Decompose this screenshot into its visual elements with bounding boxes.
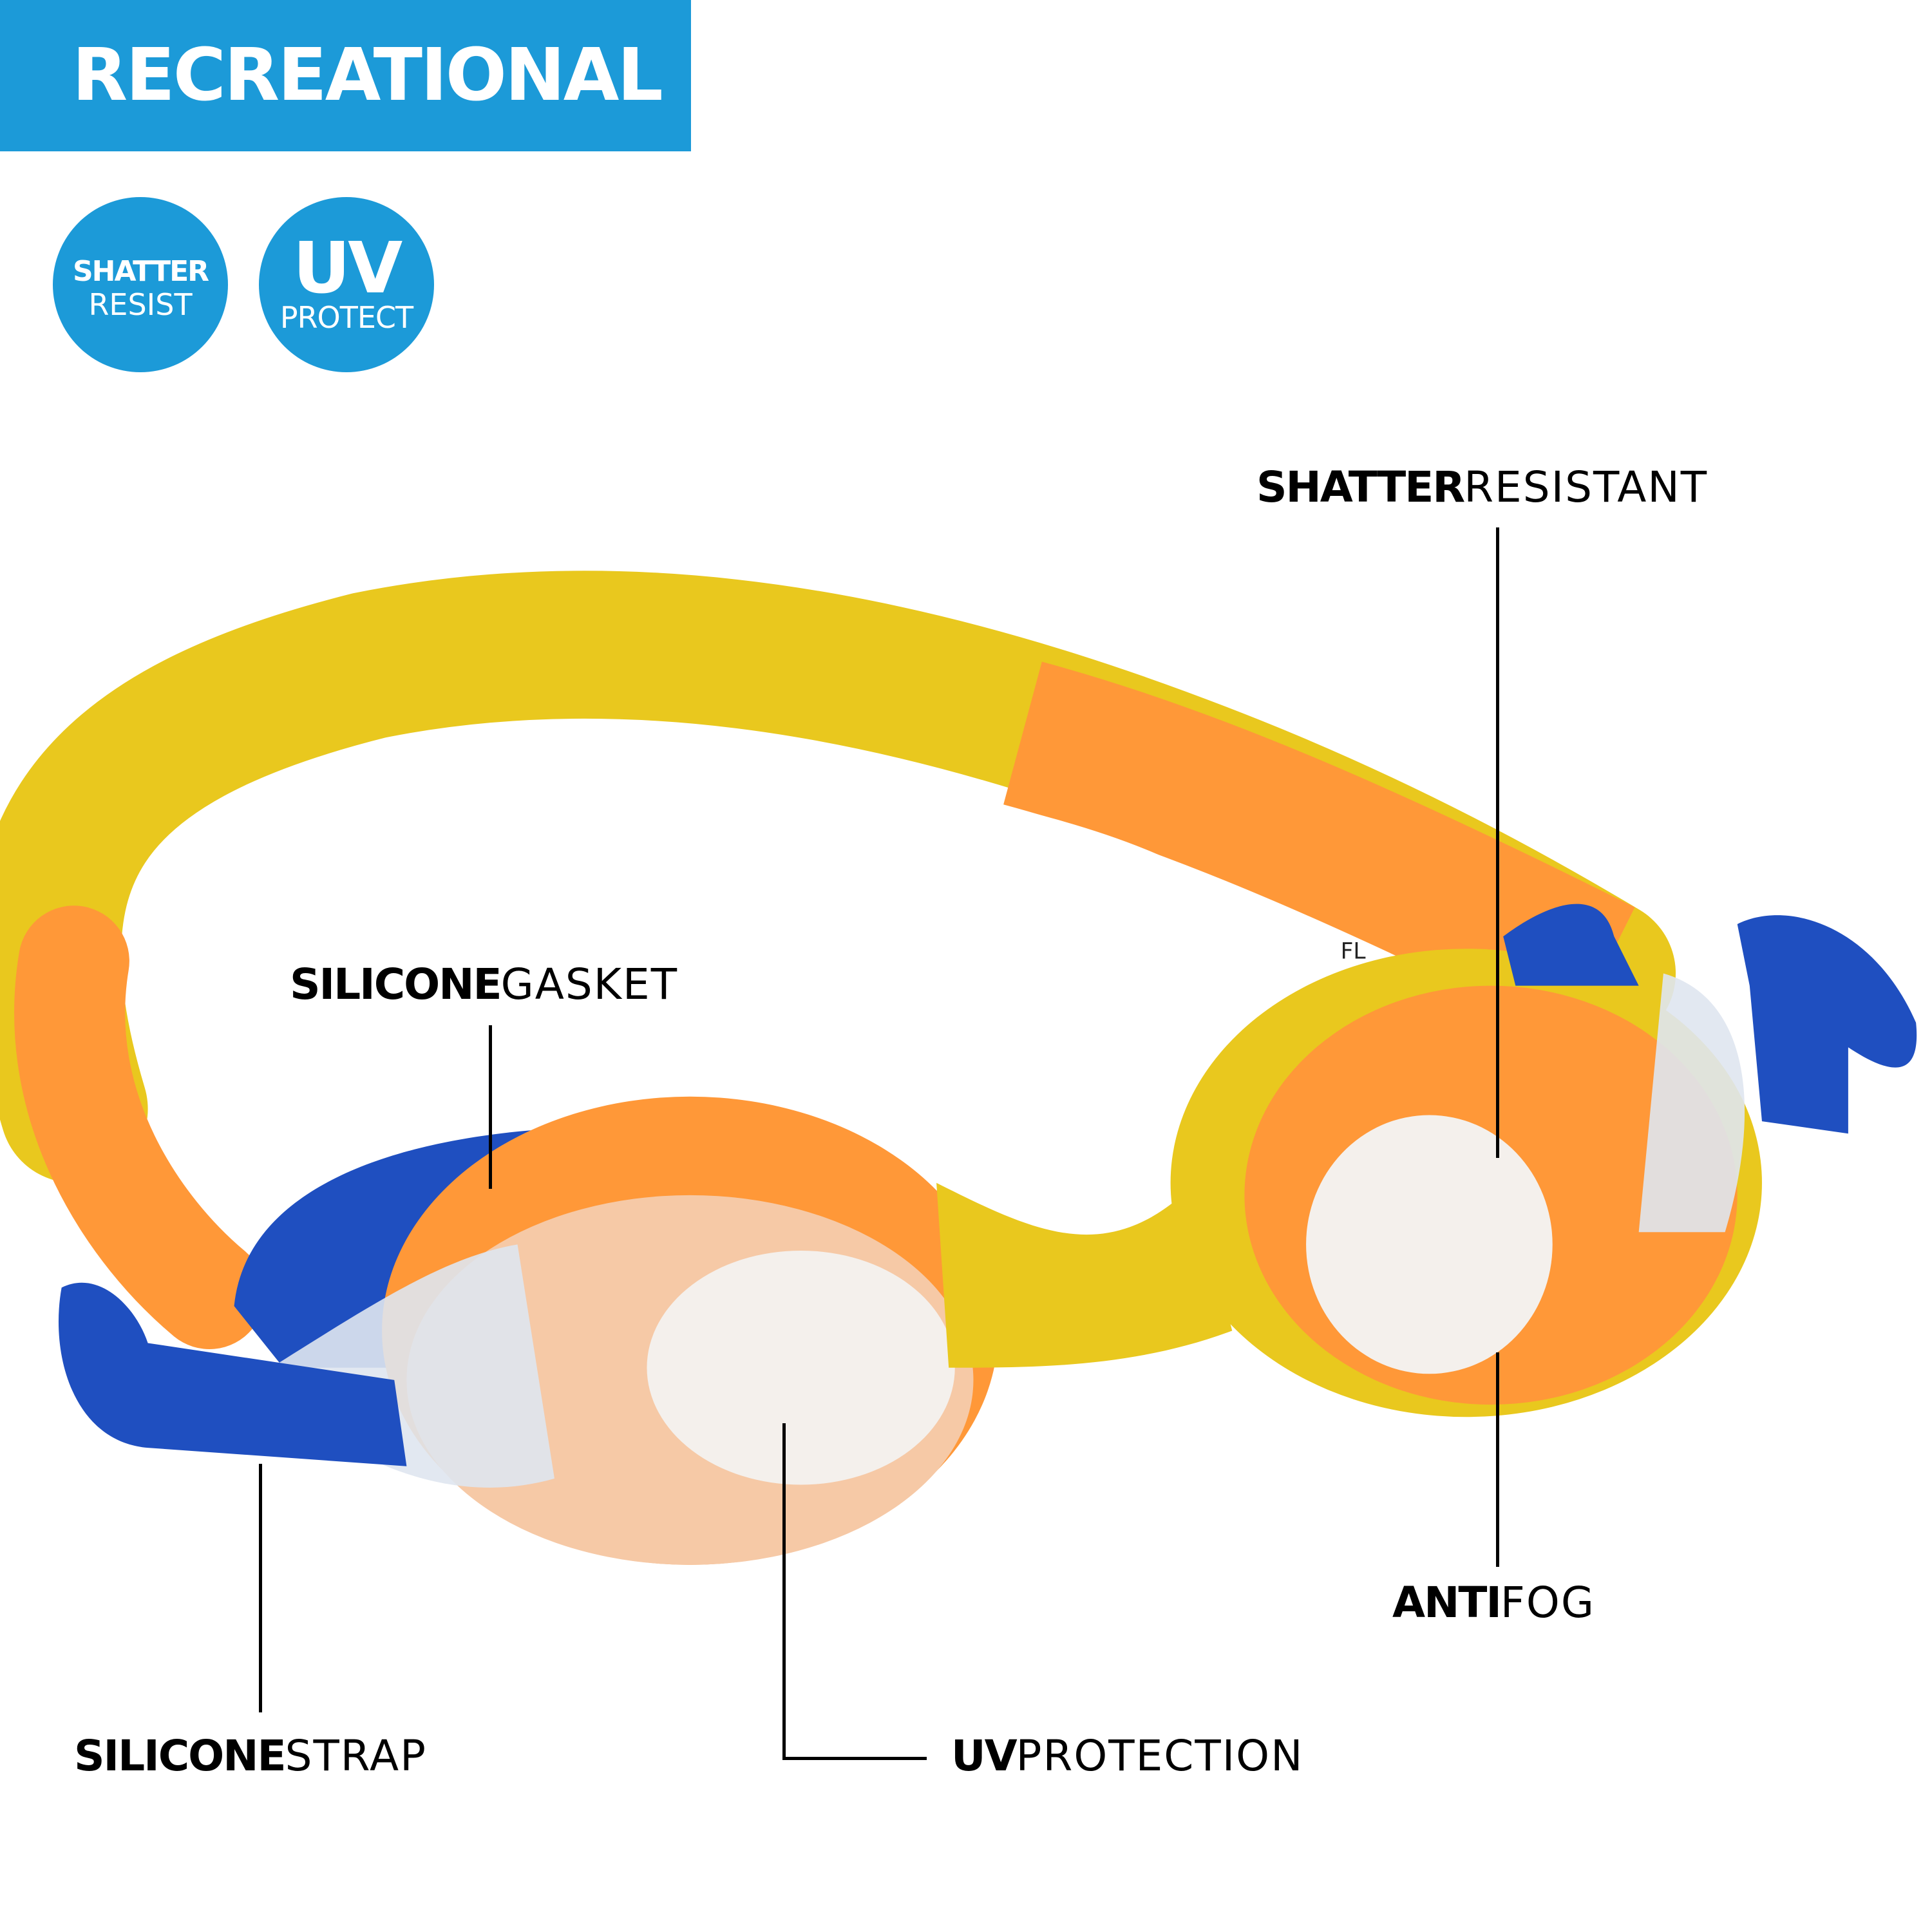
- leader-line-antifog: [1496, 1352, 1499, 1567]
- callout-regular: GASKET: [500, 960, 679, 1009]
- callout-bold: ANTI: [1392, 1578, 1502, 1627]
- strap-left-lower: [14, 905, 265, 1350]
- callout-shatter-resistant: SHATTERRESISTANT: [1256, 462, 1708, 512]
- callout-regular: STRAP: [285, 1731, 427, 1781]
- left-strap-clip: [58, 1282, 407, 1466]
- left-lens: [647, 1250, 955, 1485]
- leader-line-strap: [259, 1464, 262, 1712]
- right-lens: [1306, 1115, 1553, 1374]
- badge-line2: RESIST: [88, 287, 193, 322]
- callout-anti-fog: ANTIFOG: [1392, 1578, 1595, 1627]
- callout-regular: FOG: [1500, 1578, 1595, 1627]
- callout-silicone-gasket: SILICONEGASKET: [290, 960, 678, 1009]
- leader-line-shatter: [1496, 527, 1499, 1158]
- shatter-resist-badge: SHATTER RESIST: [53, 197, 228, 372]
- badge-line1: SHATTER: [72, 255, 209, 288]
- leader-line-gasket: [489, 1025, 492, 1189]
- category-banner: RECREATIONAL: [0, 0, 691, 151]
- callout-bold: UV: [951, 1731, 1018, 1781]
- banner-title: RECREATIONAL: [72, 33, 663, 117]
- uv-protect-badge: UV PROTECT: [259, 197, 434, 372]
- nose-bridge: [936, 1182, 1233, 1368]
- callout-bold: SILICONE: [290, 960, 502, 1009]
- callout-regular: RESISTANT: [1464, 462, 1709, 512]
- callout-uv-protection: UVPROTECTION: [951, 1731, 1303, 1781]
- strap-slot: [665, 757, 1230, 918]
- leader-line-uv-vertical: [782, 1423, 786, 1759]
- right-strap-clip: [1737, 915, 1917, 1134]
- right-frame-tab: [1638, 973, 1745, 1233]
- callout-bold: SHATTER: [1256, 462, 1465, 512]
- leader-line-uv-horizontal: [782, 1757, 927, 1760]
- callout-regular: PROTECTION: [1016, 1731, 1304, 1781]
- callout-bold: SILICONE: [74, 1731, 287, 1781]
- callout-silicone-strap: SILICONESTRAP: [74, 1731, 427, 1781]
- strap-marking: FL: [1341, 939, 1366, 965]
- right-strap-clip-top: [1503, 904, 1639, 986]
- badge-line1: UV: [292, 227, 402, 309]
- badge-line2: PROTECT: [279, 300, 413, 335]
